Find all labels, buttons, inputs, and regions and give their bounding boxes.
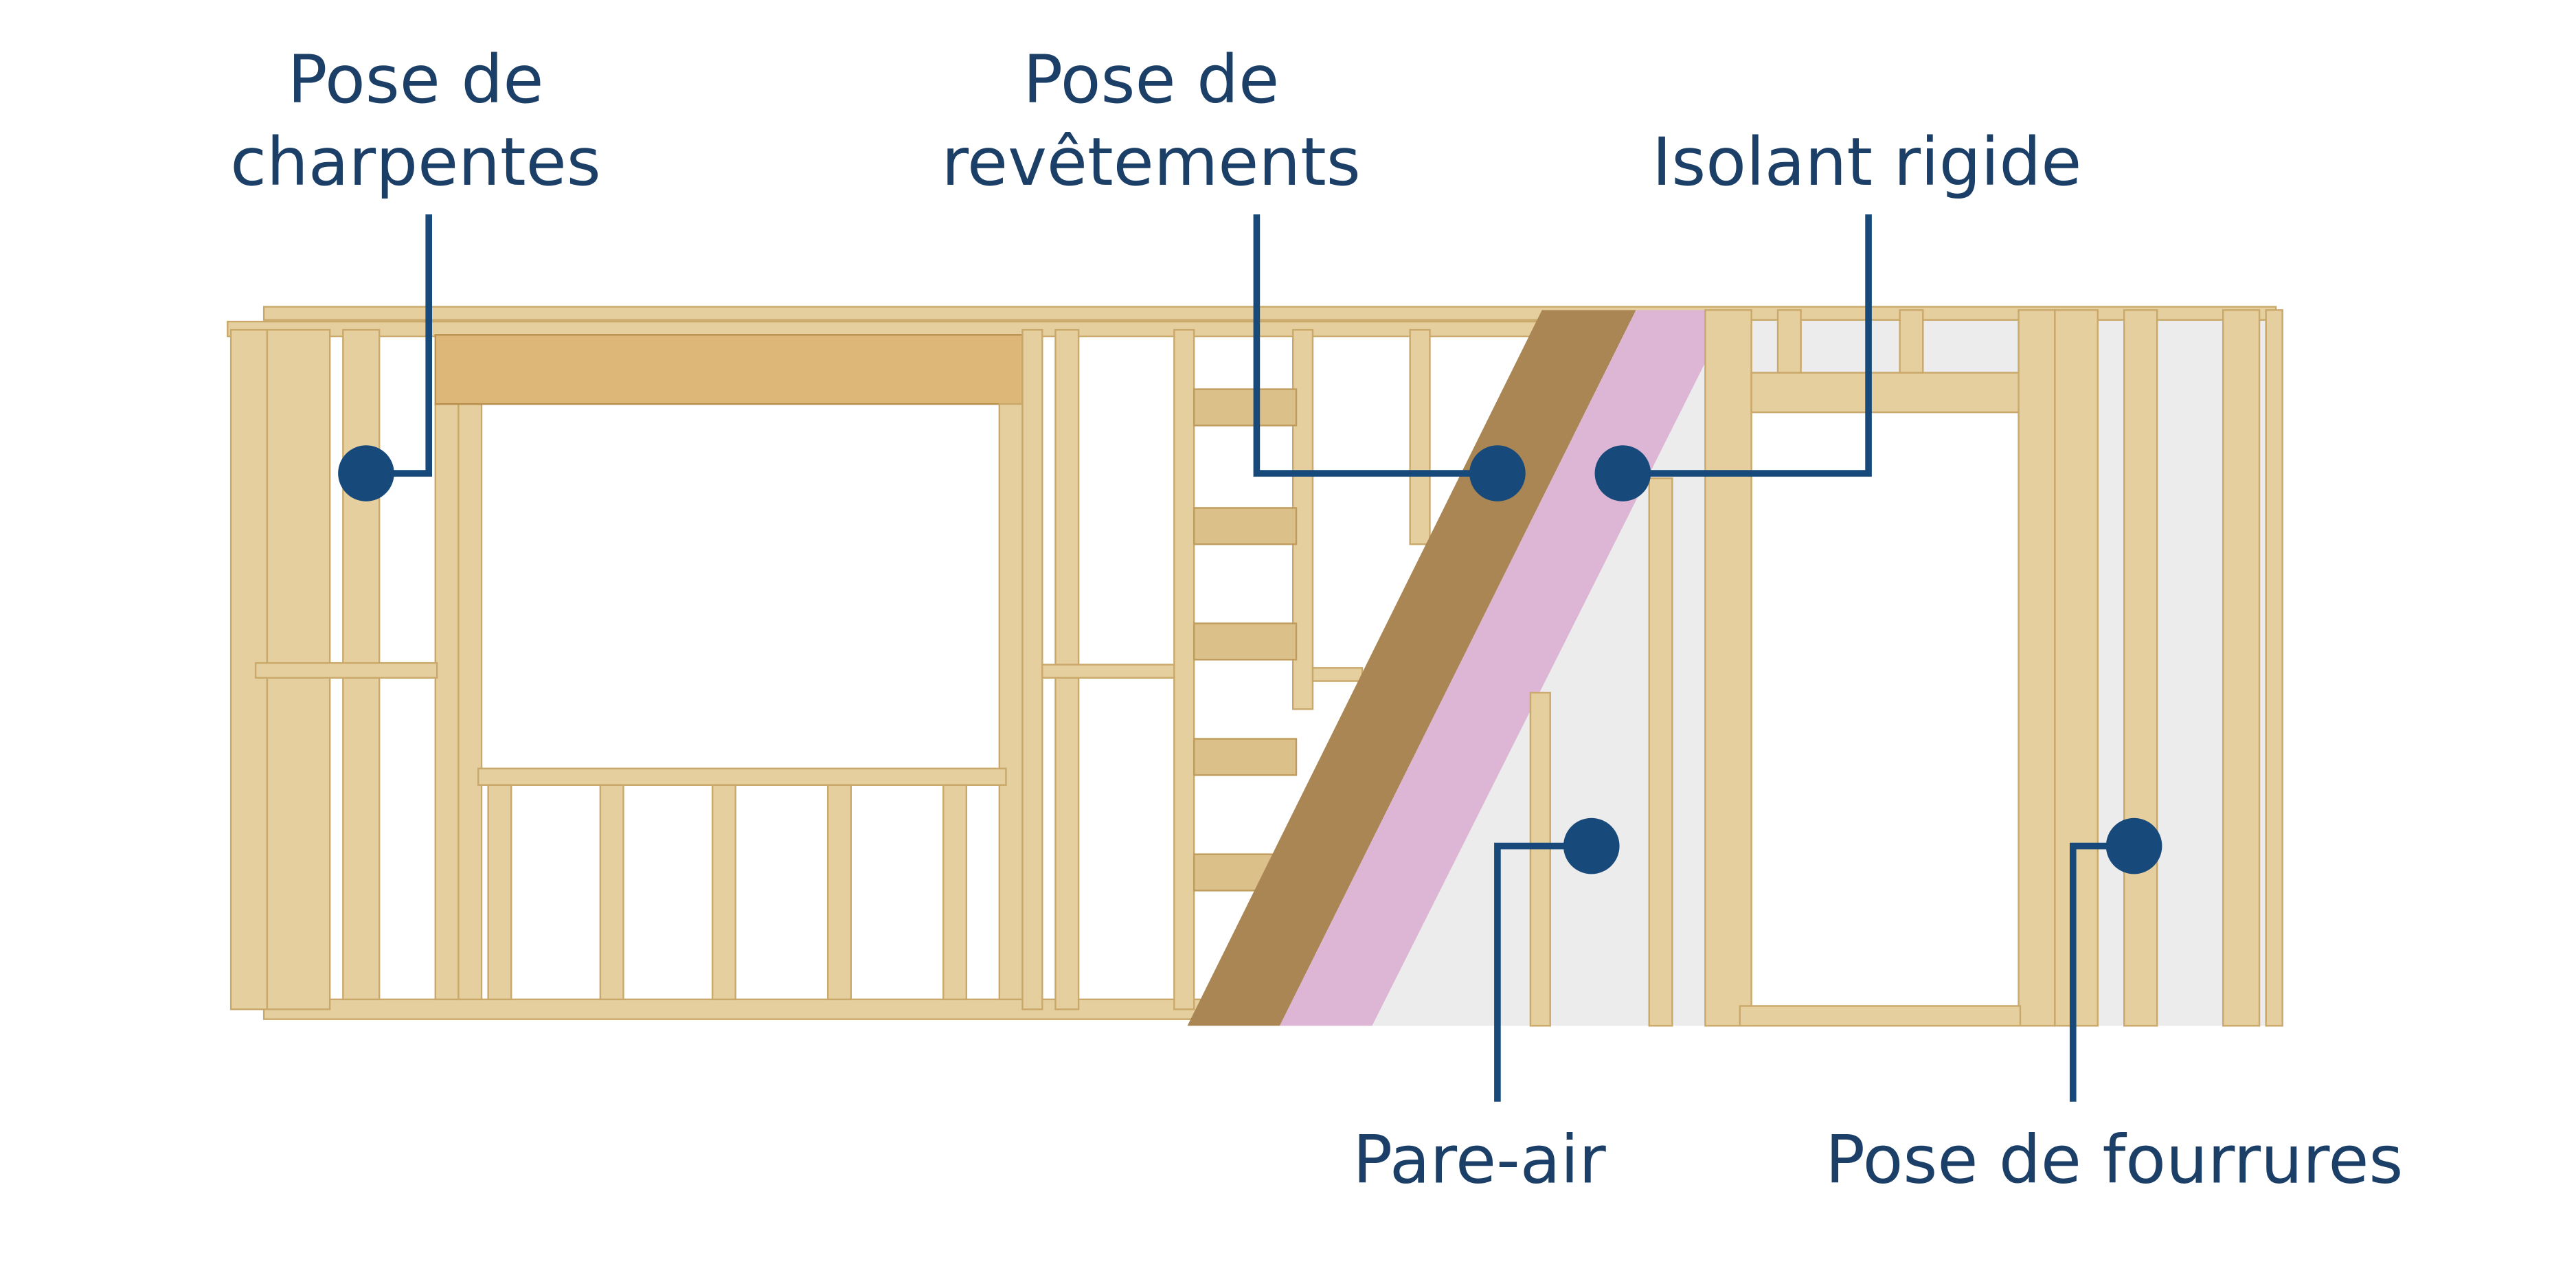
- label-sheathing-line1: Pose de: [1023, 41, 1279, 118]
- label-sheathing-line2: revêtements: [942, 124, 1361, 201]
- marker-dot: [1469, 445, 1526, 501]
- right-framing: [1529, 309, 2056, 1027]
- furring-strips: [2054, 309, 2283, 1027]
- marker-dot: [1563, 817, 1620, 874]
- callout-furring: Pose de fourrures: [1825, 817, 2403, 1198]
- label-rigid-insulation: Isolant rigide: [1652, 124, 2081, 201]
- header-beam: [434, 334, 1024, 405]
- callout-framing: Pose de charpentes: [230, 41, 601, 501]
- osb-sheathing: [1187, 310, 1636, 1026]
- label-framing-line1: Pose de: [288, 41, 544, 118]
- callout-air-barrier: Pare-air: [1353, 817, 1620, 1198]
- marker-dot: [1594, 445, 1651, 501]
- label-furring: Pose de fourrures: [1825, 1121, 2403, 1198]
- callout-sheathing: Pose de revêtements: [942, 41, 1526, 501]
- label-air-barrier: Pare-air: [1353, 1121, 1606, 1198]
- label-framing-line2: charpentes: [230, 124, 601, 201]
- door-opening: [1751, 412, 2019, 1010]
- marker-dot: [338, 445, 394, 501]
- framing-section: [227, 306, 2277, 1020]
- marker-dot: [2105, 817, 2162, 874]
- callout-rigid-insulation: Isolant rigide: [1594, 124, 2081, 501]
